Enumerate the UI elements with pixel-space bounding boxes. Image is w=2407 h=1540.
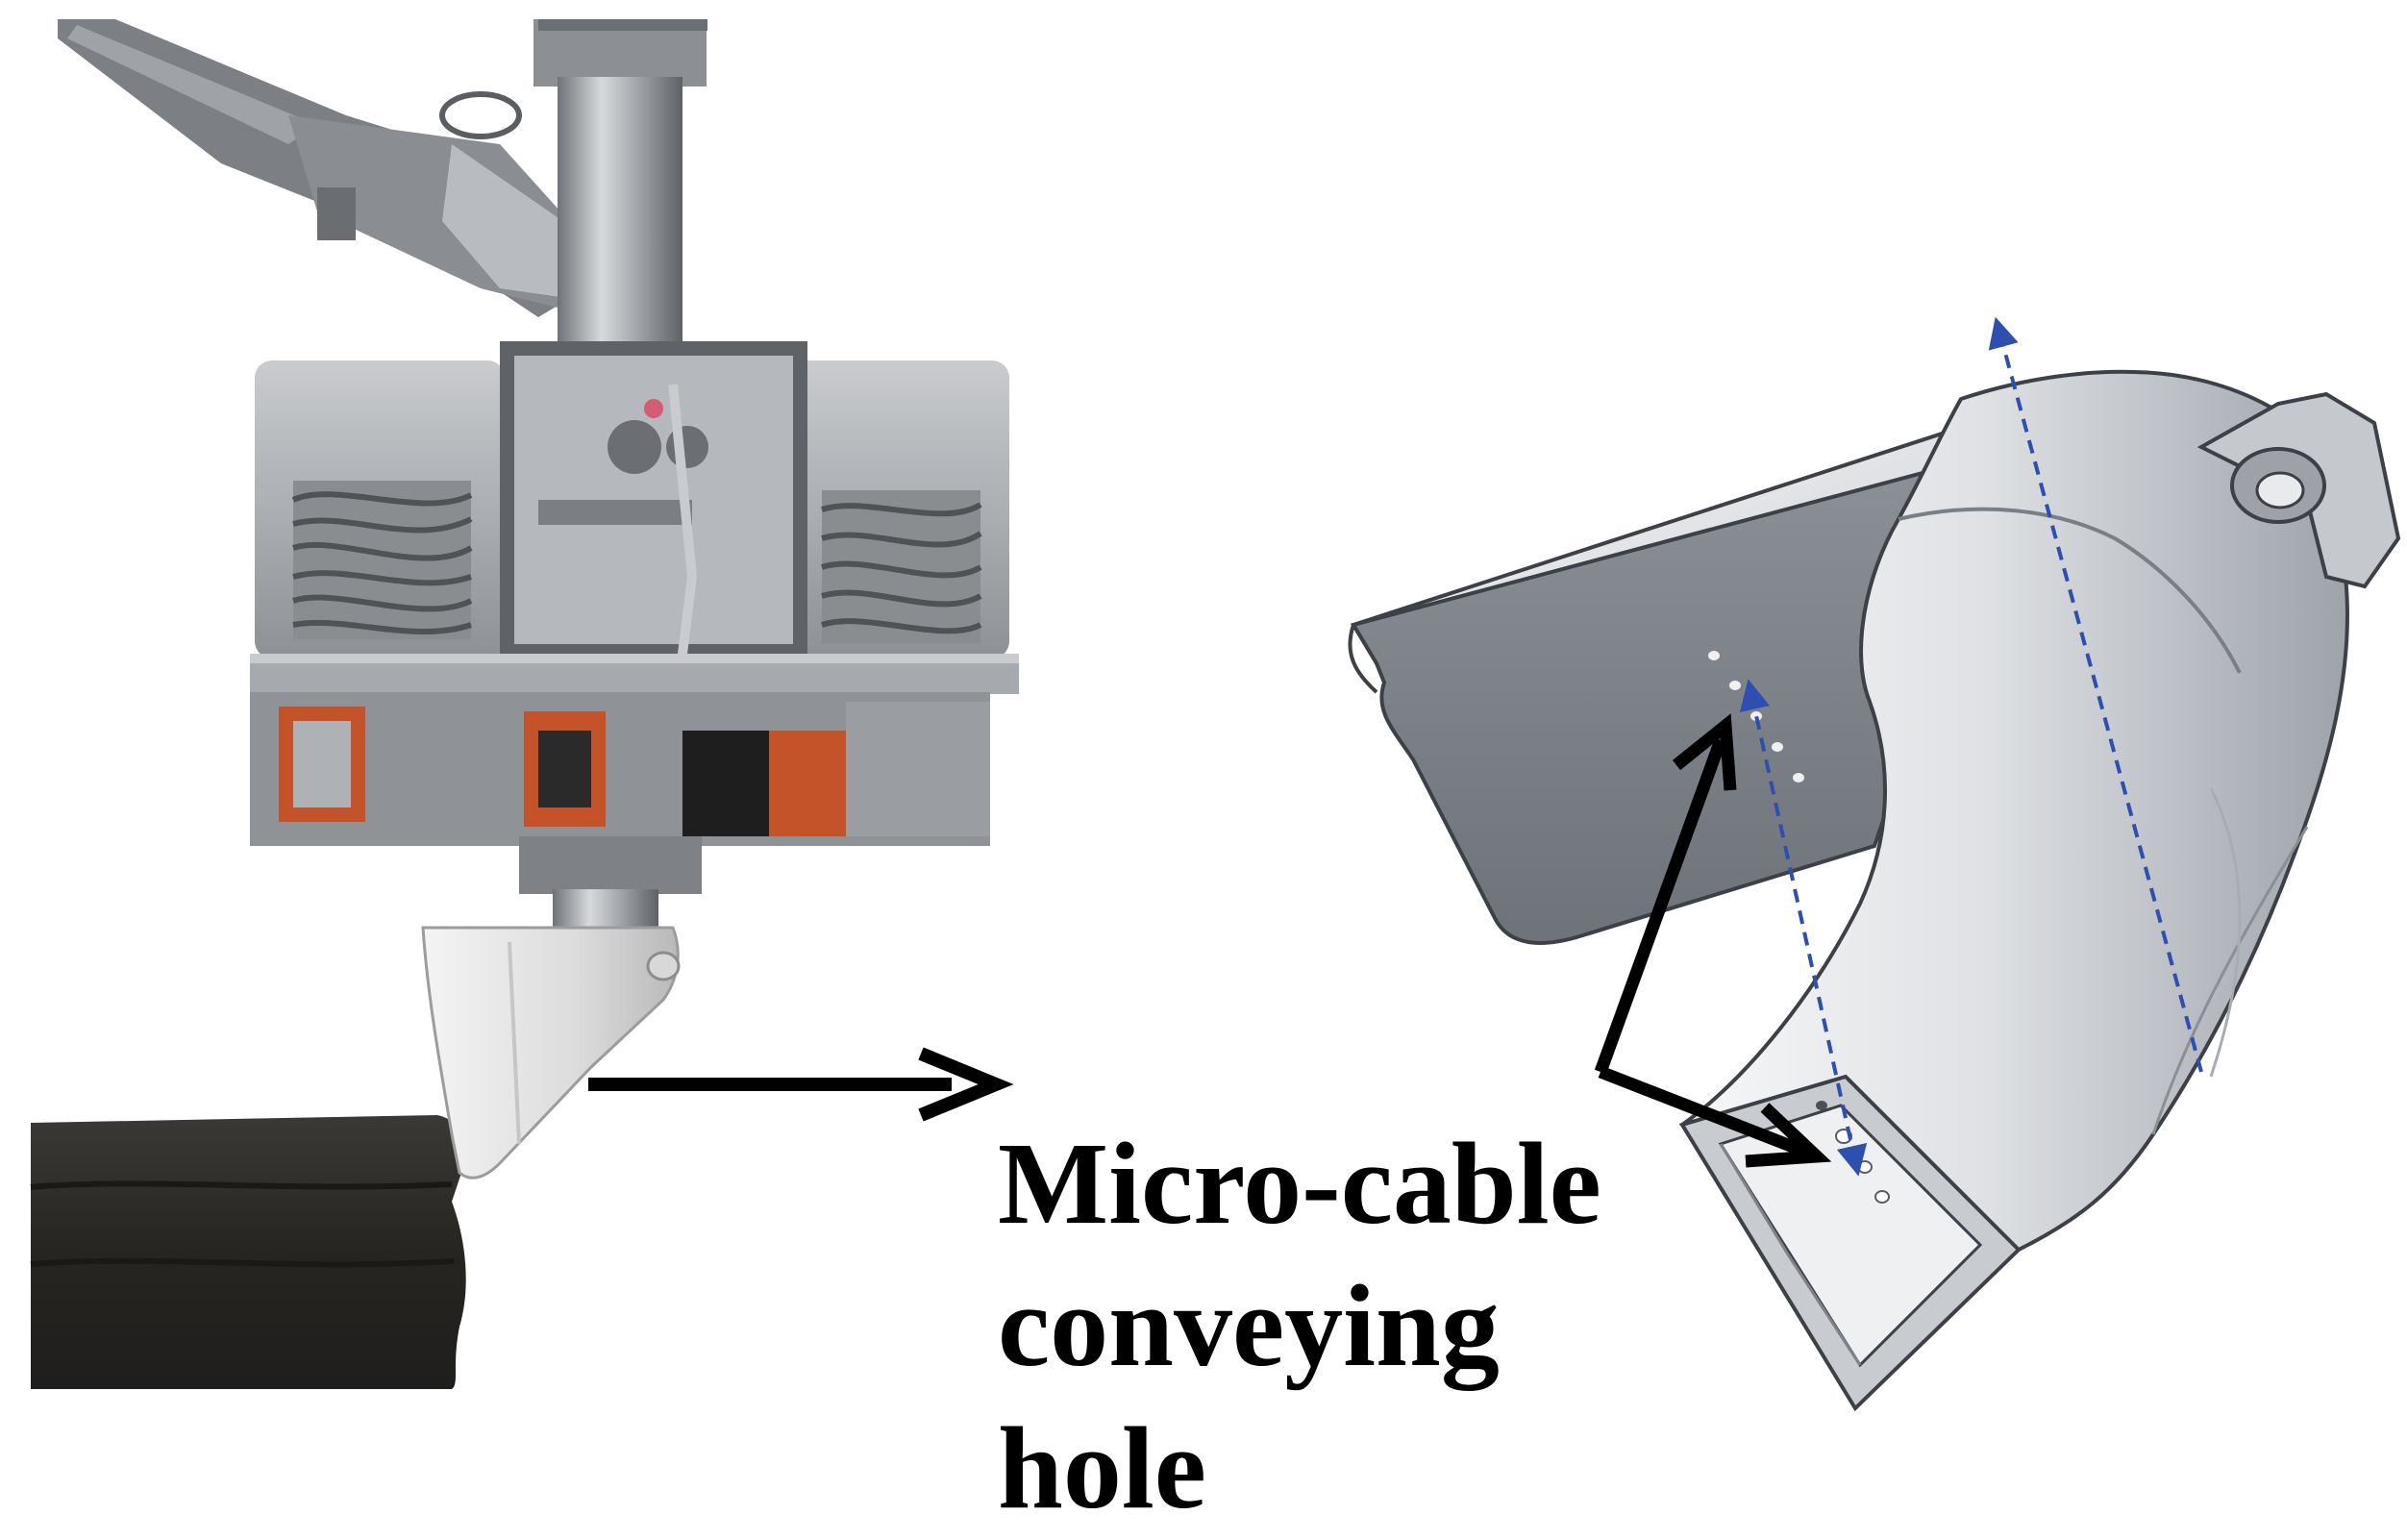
feed-hose [58, 19, 586, 317]
print-head-housing [250, 341, 1019, 956]
printed-concrete-layer [30, 1115, 466, 1389]
printing-nozzle [421, 926, 681, 1180]
print-head-photo [30, 19, 1019, 1389]
label-line-3: hole [998, 1403, 1206, 1533]
nozzle-cad-model [1348, 316, 2401, 1412]
micro-cable-hole-label: Micro-cable conveying hole [998, 1113, 1690, 1540]
cable-spool-right [821, 490, 982, 644]
callout-arrow-icon [1594, 713, 1832, 1168]
arrow-right-icon [588, 1047, 1014, 1122]
label-line-1: Micro-cable [998, 1119, 1601, 1249]
main-axis-line [1988, 316, 2203, 1073]
label-line-2: conveying [998, 1261, 1500, 1391]
cable-axis-lines [1739, 316, 2203, 1177]
cable-spool-left [291, 481, 473, 639]
vertical-mast [534, 19, 707, 365]
hole-axis-line [1739, 679, 1868, 1177]
cad-top-clamp [2196, 391, 2401, 589]
